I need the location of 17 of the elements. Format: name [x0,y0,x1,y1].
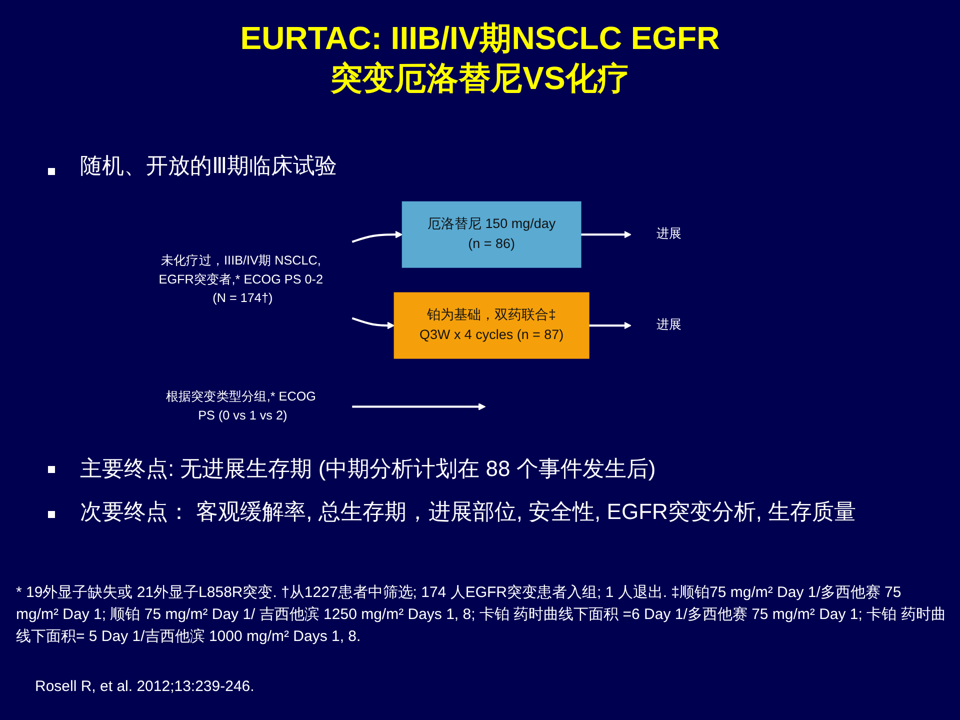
node-text: 进展 [656,318,682,332]
node-text: 未化疗过，IIIB/IV期 NSCLC, EGFR突变者,* ECOG PS 0-2 (N = 174†) [158,253,324,306]
bullet-text: 主要终点: 无进展生存期 (中期分析计划在 88 个事件发生后) [80,455,657,483]
citation: Rosell R, et al. 2012;13:239-246. [35,678,254,695]
node-text: 进展 [656,226,682,242]
bullet-text: 随机、开放的Ⅲ期临床试验 [80,152,338,180]
node-box: 厄洛替尼 150 mg/day (n = 86) [402,201,582,268]
slide-title: EURTAC: IIIB/IV期NSCLC EGFR突变厄洛替尼VS化疗 [239,19,721,98]
footnote: * 19外显子缺失或 21外显子L858R突变. †从1227患者中筛选; 174 人EGFR突变患者入组; 1 人退出. ‡顺铂75 mg/m² Day 1/多西他赛 75 mg/m² Day 1; 顺铂 75 mg/m² Day 1/ 吉西他滨 1250 mg/m² Days 1, 8; 卡铂 药时曲线下面积 =6 Day 1/多西他赛 75 mg/m² Day 1; 卡铂 药时曲线下面积= 5 Day 1/吉西他滨 1000 mg/m² Days 1, 8. [16,583,946,647]
bullet-text: 次要终点： 客观缓解率, 总生存期，进展部位, 安全性, EGFR突变分析, 生存质量 [80,498,858,526]
arrow [588,322,632,330]
arrow [352,230,403,243]
node-text: 根据突变类型分组,* ECOG PS (0 vs 1 vs 2) [166,389,316,423]
arrow [352,402,486,410]
arrow [352,317,395,330]
arrow [580,230,632,238]
node-box: 铂为基础，双药联合‡ Q3W x 4 cycles (n = 87) [394,292,590,359]
